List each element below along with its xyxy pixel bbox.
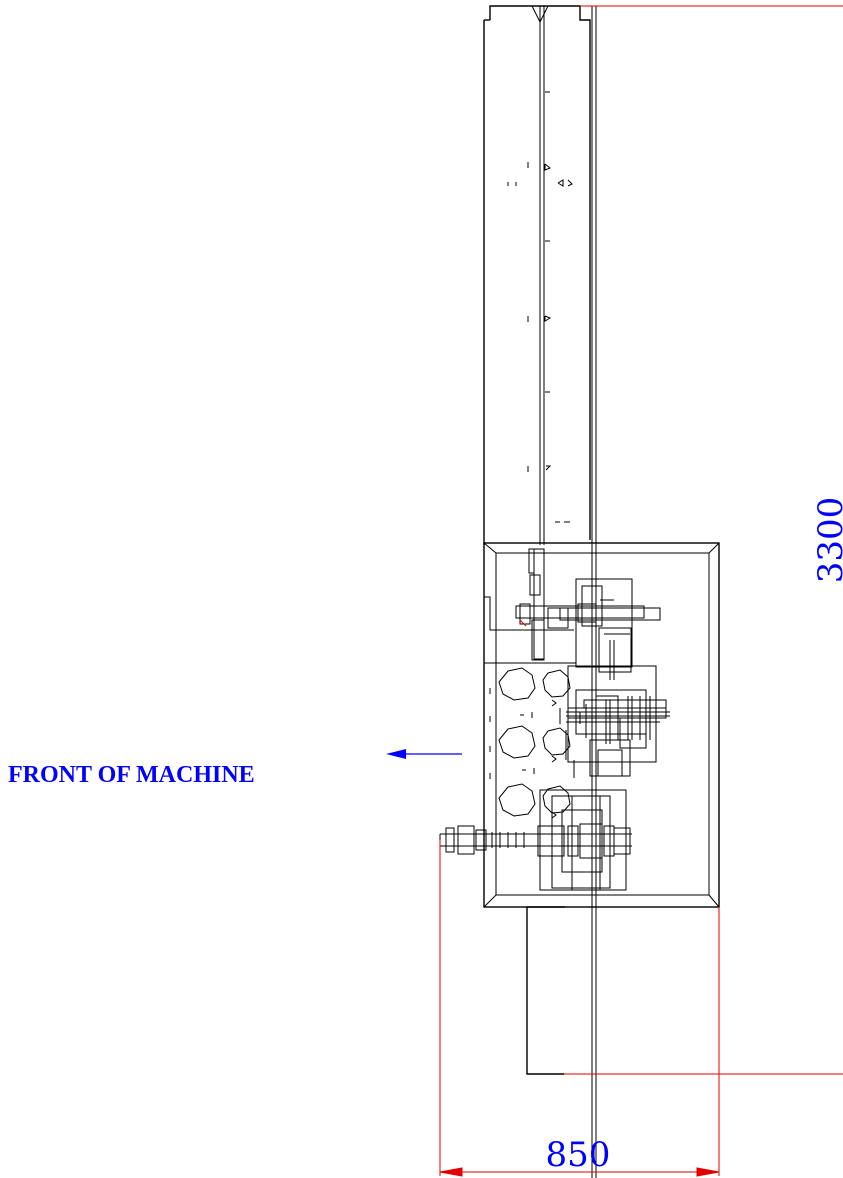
main-cabinet	[483, 542, 720, 908]
dimension-arrow-left	[439, 1167, 463, 1177]
height-dimension-label: 3300	[811, 497, 843, 584]
upper-column	[483, 5, 597, 1178]
front-of-machine-label: FRONT OF MACHINE	[8, 762, 255, 788]
dimension-arrow-right	[696, 1167, 720, 1177]
width-dimension-label: 850	[546, 1135, 611, 1175]
internal-mechanism	[439, 548, 670, 891]
dimension-850-lines	[439, 840, 720, 1177]
front-shaft	[439, 823, 632, 859]
lower-base	[526, 906, 565, 1075]
dimension-3300-lines	[564, 5, 843, 1075]
front-direction-arrow	[386, 749, 462, 759]
